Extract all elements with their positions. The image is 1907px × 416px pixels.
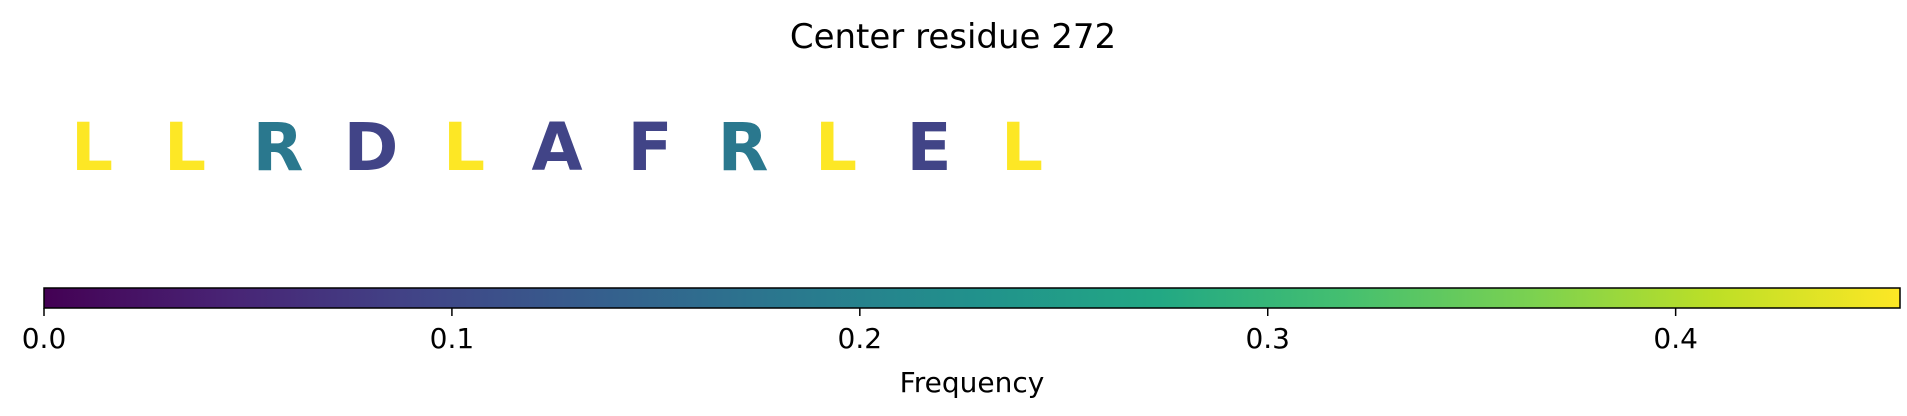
colorbar: 0.0 0.1 0.2 0.3 0.4 Frequency [22, 287, 1901, 399]
residue-letter: L [71, 109, 113, 186]
colorbar-label: Frequency [900, 366, 1045, 399]
colorbar-ticks: 0.0 0.1 0.2 0.3 0.4 [22, 308, 1698, 355]
colorbar-tick-label: 0.2 [838, 322, 883, 355]
colorbar-tick-label: 0.0 [22, 322, 67, 355]
residue-letter: R [253, 109, 304, 186]
colorbar-tick-label: 0.3 [1245, 322, 1290, 355]
residue-letter: A [531, 109, 582, 186]
residue-letter: L [164, 109, 206, 186]
residue-letter: E [906, 109, 951, 186]
residue-letter: F [627, 109, 672, 186]
colorbar-tick-label: 0.4 [1653, 322, 1698, 355]
residue-letter: R [718, 109, 769, 186]
chart-title: Center residue 272 [790, 17, 1116, 57]
colorbar-tick-label: 0.1 [430, 322, 475, 355]
residue-letter: D [344, 109, 399, 186]
residue-letter: L [815, 109, 857, 186]
residue-letter: L [443, 109, 485, 186]
residue-letter: L [1001, 109, 1043, 186]
colorbar-gradient [43, 287, 1901, 309]
